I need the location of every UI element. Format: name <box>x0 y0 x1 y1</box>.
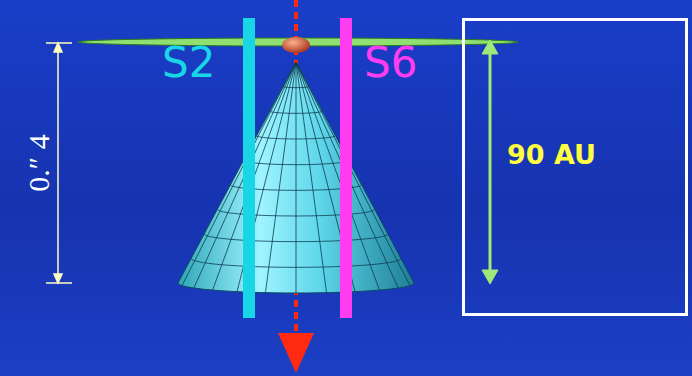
size-arrow <box>482 40 498 284</box>
slit-s6 <box>340 18 352 318</box>
angular-size: 0.″ 4 <box>24 134 54 192</box>
cone <box>178 62 414 293</box>
frame-box: 90 AU <box>462 18 688 316</box>
arrow-head <box>278 333 314 373</box>
size-label: 90 AU <box>507 141 596 168</box>
slit-s2 <box>243 18 255 318</box>
slit-label: S2 <box>162 42 215 84</box>
star <box>282 37 310 53</box>
slit-label: S6 <box>364 42 417 84</box>
